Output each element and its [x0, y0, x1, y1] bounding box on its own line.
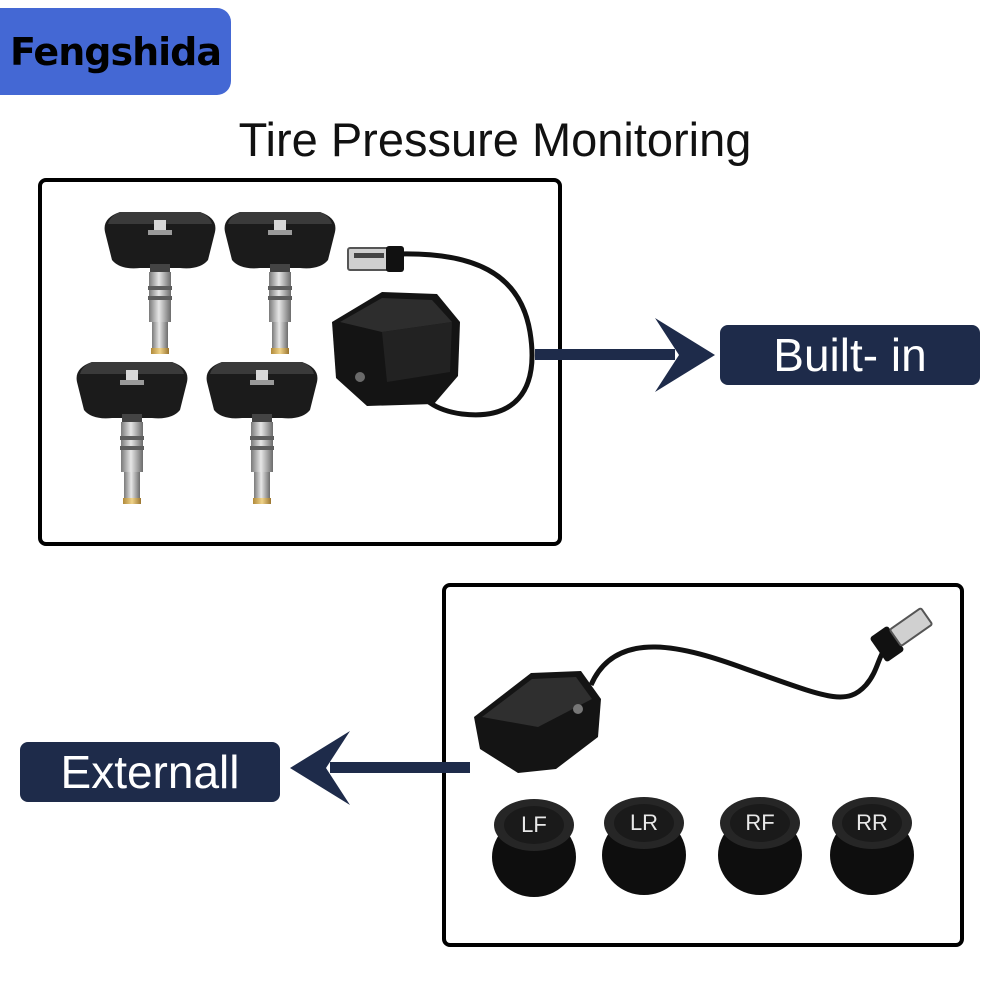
- external-product-illustration: LF LR RF RR: [474, 607, 933, 897]
- external-label-text: Externall: [60, 746, 240, 798]
- sensor-cap-lf: [492, 799, 576, 897]
- arrow-right-icon: [535, 318, 715, 392]
- sensor-cap-rf: [718, 797, 802, 895]
- brand-badge: Fengshida: [0, 8, 231, 95]
- builtin-label-text: Built- in: [773, 329, 927, 381]
- cap-label-rf: RF: [745, 810, 774, 835]
- builtin-product-frame: [38, 178, 562, 546]
- sensor-cap-lr: [602, 797, 686, 895]
- external-product-frame: LF LR RF RR: [442, 583, 964, 947]
- external-label: Externall: [20, 742, 280, 802]
- sensor-cap-rr: [830, 797, 914, 895]
- builtin-label: Built- in: [720, 325, 980, 385]
- cap-label-lr: LR: [630, 810, 658, 835]
- builtin-product-illustration: [76, 212, 535, 504]
- brand-name: Fengshida: [10, 29, 222, 74]
- cap-label-lf: LF: [521, 812, 547, 837]
- page-title: Tire Pressure Monitoring: [238, 113, 752, 166]
- cap-label-rr: RR: [856, 810, 888, 835]
- arrow-left-icon: [290, 731, 470, 805]
